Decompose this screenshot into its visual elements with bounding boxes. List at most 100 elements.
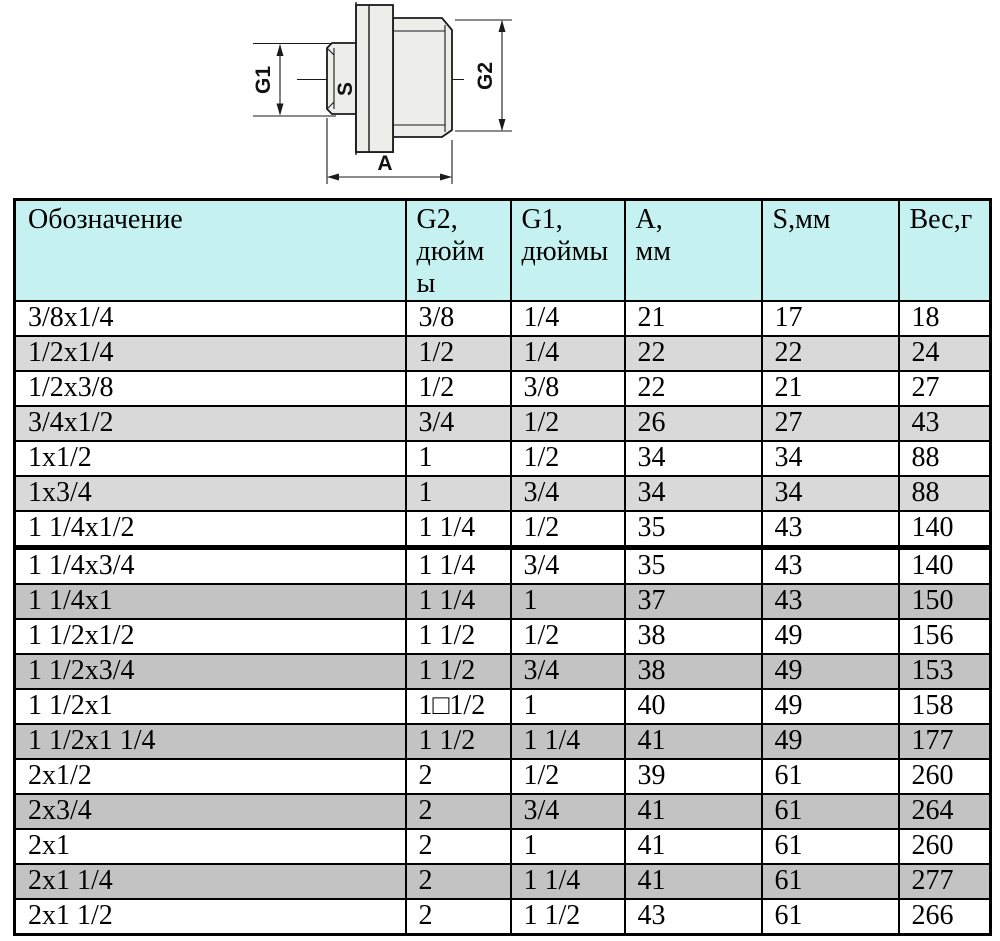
col-header-designation: Обозначение [13, 198, 407, 302]
designation-cell: 1/2x3/8 [13, 370, 407, 407]
designation-cell: 1 1/4x1 [13, 583, 407, 620]
weight-cell: 158 [897, 688, 992, 725]
g2-cell: 1 1/4 [404, 583, 512, 620]
a-cell: 34 [623, 440, 763, 477]
g2-cell: 1 [404, 440, 512, 477]
designation-cell: 1x1/2 [13, 440, 407, 477]
col-header-g2: G2, дюйм ы [404, 198, 512, 302]
fitting-diagram: S G1 G2 A [252, 2, 512, 184]
col-header-a: А, мм [623, 198, 763, 302]
weight-cell: 264 [897, 793, 992, 830]
s-cell: 61 [760, 898, 900, 936]
weight-cell: 153 [897, 653, 992, 690]
g1-cell: 1/2 [509, 440, 626, 477]
weight-cell: 277 [897, 863, 992, 900]
g2-cell: 3/4 [404, 405, 512, 442]
weight-cell: 43 [897, 405, 992, 442]
designation-cell: 1 1/2x1 [13, 688, 407, 725]
col-header-weight: Вес,г [897, 198, 992, 302]
a-cell: 22 [623, 335, 763, 372]
weight-cell: 140 [897, 510, 992, 550]
designation-cell: 1 1/4x1/2 [13, 510, 407, 550]
s-cell: 61 [760, 828, 900, 865]
spec-table: Обозначение G2, дюйм ы G1, дюймы А, мм S… [13, 198, 992, 936]
s-cell: 22 [760, 335, 900, 372]
designation-cell: 1 1/4x3/4 [13, 546, 407, 585]
g1-cell: 1/4 [509, 300, 626, 337]
g1-cell: 1/2 [509, 618, 626, 655]
a-cell: 43 [623, 898, 763, 936]
g2-cell: 1 1/2 [404, 723, 512, 760]
g1-cell: 3/4 [509, 475, 626, 512]
g2-cell: 2 [404, 898, 512, 936]
g1-dimension: G1 [252, 42, 336, 117]
weight-cell: 24 [897, 335, 992, 372]
g2-cell: 1 1/2 [404, 618, 512, 655]
s-cell: 49 [760, 653, 900, 690]
g1-cell: 1/4 [509, 335, 626, 372]
s-cell: 21 [760, 370, 900, 407]
g2-cell: 1/2 [404, 335, 512, 372]
weight-cell: 88 [897, 440, 992, 477]
weight-cell: 260 [897, 758, 992, 795]
s-cell: 43 [760, 510, 900, 550]
large-thread-end [392, 17, 453, 138]
a-cell: 34 [623, 475, 763, 512]
a-cell: 41 [623, 723, 763, 760]
designation-cell: 2x1/2 [13, 758, 407, 795]
g2-cell: 2 [404, 828, 512, 865]
designation-cell: 1 1/2x1/2 [13, 618, 407, 655]
spec-table-header: Обозначение G2, дюйм ы G1, дюймы А, мм S… [13, 198, 992, 302]
a-cell: 37 [623, 583, 763, 620]
g2-cell: 2 [404, 758, 512, 795]
s-cell: 49 [760, 723, 900, 760]
designation-cell: 1/2x1/4 [13, 335, 407, 372]
designation-cell: 1x3/4 [13, 475, 407, 512]
g1-cell: 3/8 [509, 370, 626, 407]
a-cell: 35 [623, 510, 763, 550]
weight-cell: 150 [897, 583, 992, 620]
g1-cell: 3/4 [509, 546, 626, 585]
g2-dimension: G2 [455, 19, 512, 132]
g1-cell: 1/2 [509, 510, 626, 550]
g1-cell: 1 [509, 583, 626, 620]
g1-cell: 1 [509, 688, 626, 725]
g1-cell: 1 [509, 828, 626, 865]
col-header-s: S,мм [760, 198, 900, 302]
s-dimension-label: S [334, 82, 357, 96]
weight-cell: 18 [897, 300, 992, 337]
col-header-g1: G1, дюймы [509, 198, 626, 302]
a-dimension-label: A [377, 152, 392, 175]
a-cell: 38 [623, 618, 763, 655]
g1-cell: 1/2 [509, 758, 626, 795]
a-cell: 38 [623, 653, 763, 690]
weight-cell: 140 [897, 546, 992, 585]
g2-cell: 1/2 [404, 370, 512, 407]
weight-cell: 177 [897, 723, 992, 760]
weight-cell: 260 [897, 828, 992, 865]
weight-cell: 156 [897, 618, 992, 655]
weight-cell: 88 [897, 475, 992, 512]
a-cell: 21 [623, 300, 763, 337]
header-row: Обозначение G2, дюйм ы G1, дюймы А, мм S… [13, 198, 992, 302]
a-cell: 39 [623, 758, 763, 795]
hex-flange [355, 2, 394, 155]
g2-cell: 3/8 [404, 300, 512, 337]
designation-cell: 1 1/2x1 1/4 [13, 723, 407, 760]
small-thread-end [326, 42, 357, 115]
a-cell: 41 [623, 793, 763, 830]
